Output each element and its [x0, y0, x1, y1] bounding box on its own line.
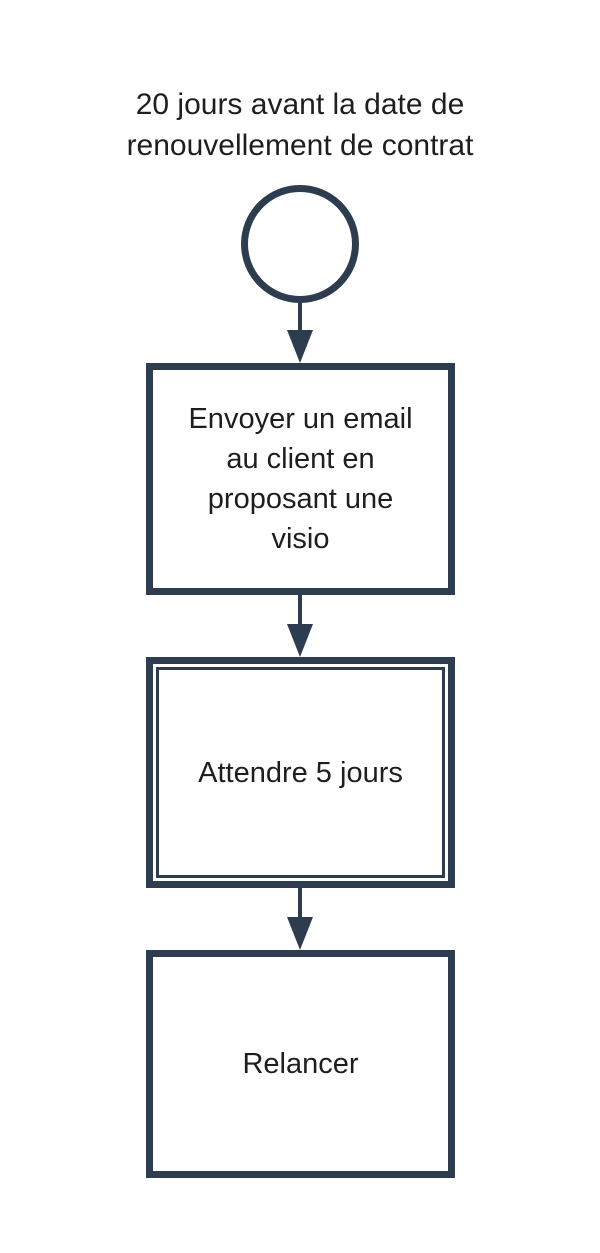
task-node-relancer[interactable]: Relancer	[146, 950, 455, 1178]
start-event-node[interactable]	[241, 185, 359, 303]
task-node-envoyer-email[interactable]: Envoyer un email au client en proposant …	[146, 363, 455, 595]
arrow-stem	[298, 888, 302, 920]
task-label: Relancer	[242, 1048, 359, 1080]
arrow-head-icon	[287, 917, 313, 950]
arrow-head-icon	[287, 330, 313, 363]
task-label: Envoyer un email au client en proposant …	[188, 403, 413, 555]
arrow-head-icon	[287, 624, 313, 657]
diagram-title: 20 jours avant la date de renouvellement…	[126, 88, 474, 162]
arrow-stem	[298, 303, 302, 333]
arrow-stem	[298, 595, 302, 628]
task-label: Attendre 5 jours	[198, 756, 403, 789]
wait-task-node-attendre[interactable]: Attendre 5 jours	[146, 657, 455, 888]
